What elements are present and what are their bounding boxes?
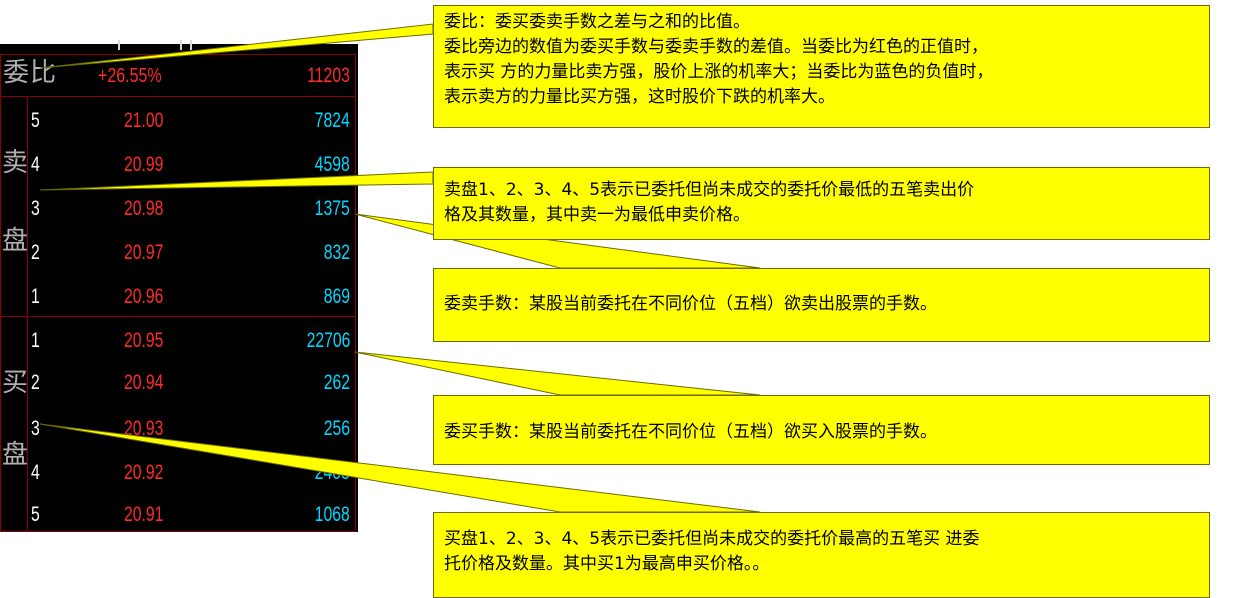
buy-level: 3 [31, 417, 40, 440]
buy-level: 1 [31, 329, 40, 352]
callout-buy-levels: 买盘1、2、3、4、5表示已委托但尚未成交的委托价最高的五笔买 进委 托价格及数… [433, 512, 1210, 598]
sell-volume: 1375 [314, 197, 350, 220]
buy-price: 20.94 [124, 371, 164, 394]
buy-side-label: 盘 [2, 440, 29, 470]
sell-level: 1 [31, 285, 40, 308]
tick-mark [118, 40, 120, 50]
sell-level: 3 [31, 197, 40, 220]
sell-price: 20.98 [124, 197, 164, 220]
callout-buy-volume: 委买手数：某股当前委托在不同价位（五档）欲买入股票的手数。 [433, 395, 1210, 465]
buy-level: 4 [31, 461, 40, 484]
callout-line: 托价格及数量。其中买1为最高申买价格。。 [444, 554, 770, 574]
callout-line: 表示买 方的力量比卖方强，股价上涨的机率大；当委比为蓝色的负值时， [444, 62, 994, 82]
callout-ratio: 委比：委买委卖手数之差与之和的比值。 委比旁边的数值为委买手数与委卖手数的差值。… [433, 5, 1210, 128]
ratio-label-char: 比 [30, 58, 57, 88]
buy-level: 5 [31, 503, 40, 526]
buy-price: 20.91 [124, 503, 164, 526]
sell-volume: 869 [323, 285, 350, 308]
callout-line: 委卖手数：某股当前委托在不同价位（五档）欲卖出股票的手数。 [444, 294, 937, 314]
buy-price: 20.95 [124, 329, 164, 352]
callout-sell-volume: 委卖手数：某股当前委托在不同价位（五档）欲卖出股票的手数。 [433, 268, 1210, 342]
tick-mark [180, 40, 182, 50]
buy-level: 2 [31, 371, 40, 394]
pointer-ratio [39, 23, 434, 69]
callout-line: 表示卖方的力量比买方强，这时股价下跌的机率大。 [444, 87, 835, 107]
divider [0, 96, 356, 97]
sell-volume: 832 [323, 241, 350, 264]
pointer-buy-volume [354, 351, 761, 396]
buy-side-label: 买 [2, 368, 29, 398]
tick-mark [190, 40, 192, 50]
buy-volume: 1068 [314, 503, 350, 526]
sell-volume: 7824 [314, 109, 350, 132]
sell-side-label: 卖 [2, 148, 29, 178]
sell-price: 20.96 [124, 285, 164, 308]
sell-price: 20.97 [124, 241, 164, 264]
callout-line: 委买手数：某股当前委托在不同价位（五档）欲买入股票的手数。 [444, 422, 937, 442]
buy-volume: 262 [323, 371, 350, 394]
callout-line: 委比：委买委卖手数之差与之和的比值。 [444, 12, 750, 32]
sell-level: 5 [31, 109, 40, 132]
sell-price: 20.99 [124, 153, 164, 176]
sell-level: 2 [31, 241, 40, 264]
callout-sell-levels: 卖盘1、2、3、4、5表示已委托但尚未成交的委托价最低的五笔卖出价 格及其数量，… [433, 167, 1210, 240]
order-book-panel: 委 比 +26.55% 11203 卖 盘 买 盘 5 21.00 7824 4… [0, 40, 358, 532]
pointer-sell-levels [39, 171, 434, 191]
callout-line: 委比旁边的数值为委买手数与委卖手数的差值。当委比为红色的正值时， [444, 37, 988, 57]
sell-level: 4 [31, 153, 40, 176]
buy-price: 20.92 [124, 461, 164, 484]
ratio-value: +26.55% [98, 65, 162, 87]
buy-volume: 256 [323, 417, 350, 440]
callout-line: 格及其数量，其中卖一为最低申卖价格。 [444, 205, 750, 225]
buy-volume: 22706 [306, 329, 350, 352]
divider [0, 316, 356, 317]
ratio-label-char: 委 [3, 58, 30, 88]
sell-side-label: 盘 [2, 226, 29, 256]
callout-line: 卖盘1、2、3、4、5表示已委托但尚未成交的委托价最低的五笔卖出价 [444, 180, 975, 200]
callout-line: 买盘1、2、3、4、5表示已委托但尚未成交的委托价最高的五笔买 进委 [444, 529, 980, 549]
sell-price: 21.00 [124, 109, 164, 132]
ratio-diff: 11203 [307, 64, 350, 87]
sell-volume: 4598 [314, 153, 350, 176]
buy-price: 20.93 [124, 417, 164, 440]
divider [27, 96, 28, 532]
